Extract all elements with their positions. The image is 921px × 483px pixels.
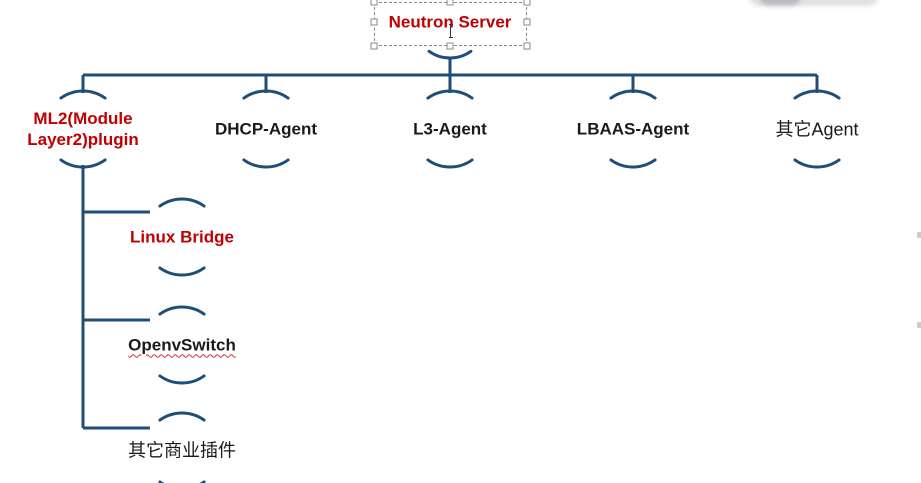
node-openvswitch[interactable] <box>158 305 206 385</box>
node-neutron-server[interactable] <box>427 49 473 60</box>
resize-handle-left[interactable] <box>370 18 378 26</box>
node-lbaas-agent[interactable] <box>609 89 657 169</box>
node-label-other-commercial-plugins[interactable]: 其它商业插件 <box>128 440 236 461</box>
node-dhcp-agent[interactable] <box>242 89 290 169</box>
node-other-agent[interactable] <box>793 89 841 169</box>
node-other-commercial-plugins[interactable] <box>158 411 206 483</box>
node-shapes <box>59 49 841 483</box>
node-ml2-plugin[interactable] <box>59 89 107 169</box>
node-label-other-agent[interactable]: 其它Agent <box>775 119 859 140</box>
edge-mark <box>917 322 921 328</box>
resize-handle-top[interactable] <box>446 0 454 6</box>
resize-handle-bottom-left[interactable] <box>370 42 378 50</box>
node-l3-agent[interactable] <box>426 89 474 169</box>
node-label-openvswitch[interactable]: OpenvSwitch <box>128 335 236 355</box>
node-label-lbaas-agent[interactable]: LBAAS-Agent <box>576 119 690 139</box>
resize-handle-bottom[interactable] <box>446 42 454 50</box>
resize-handle-right[interactable] <box>523 18 531 26</box>
edge-mark <box>917 232 921 238</box>
window-control-blur <box>748 0 880 6</box>
node-label-dhcp-agent[interactable]: DHCP-Agent <box>215 119 317 139</box>
resize-handle-bottom-right[interactable] <box>523 42 531 50</box>
resize-handle-top-right[interactable] <box>523 0 531 6</box>
node-label-l3-agent[interactable]: L3-Agent <box>413 119 487 139</box>
node-label-linux-bridge[interactable]: Linux Bridge <box>130 227 234 247</box>
resize-handle-top-left[interactable] <box>370 0 378 6</box>
node-label-neutron-server[interactable]: Neutron Server <box>388 12 512 32</box>
text-cursor-icon <box>449 24 453 38</box>
node-linux-bridge[interactable] <box>158 197 206 277</box>
